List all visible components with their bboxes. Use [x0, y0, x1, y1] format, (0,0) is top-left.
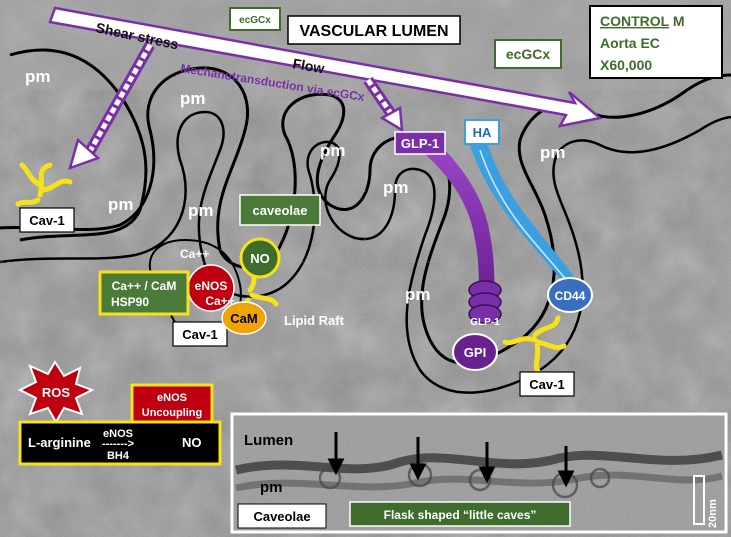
cav1-label-middle: Cav-1: [182, 327, 217, 342]
cav1-box-left: [19, 207, 75, 233]
cam-box-line1: Ca++ / CaM: [112, 279, 177, 293]
ca-cam-hsp90-box: [98, 270, 190, 316]
cav1-label-left: Cav-1: [29, 213, 64, 228]
flow-label: Flow: [291, 55, 325, 76]
caveolae-box: [239, 194, 321, 226]
gpi-anchor: [452, 333, 498, 371]
pm-label: pm: [25, 67, 51, 86]
control-word: CONTROL: [600, 13, 670, 29]
pm-label: pm: [320, 141, 346, 160]
reaction-enzyme: eNOS: [103, 428, 133, 440]
pm-label: pm: [540, 143, 566, 162]
aorta-label: Aorta EC: [600, 35, 660, 51]
control-line: CONTROL M: [600, 13, 685, 29]
ecgcx-right-box: [494, 39, 562, 69]
ha-label: HA: [473, 125, 492, 140]
control-suffix: M: [669, 13, 685, 29]
no-molecule: [239, 237, 281, 279]
enos-uncoupling-box: [130, 383, 214, 425]
reaction-product: NO: [182, 435, 202, 450]
inset-caveolae-label: Caveolae: [253, 509, 310, 524]
glp1-top-box: [394, 131, 446, 155]
flask-shaped-label: Flask shaped “little caves”: [384, 508, 537, 522]
reaction-substrate: L-arginine: [28, 435, 91, 450]
cav1-label-right: Cav-1: [529, 377, 564, 392]
pm-label: pm: [405, 285, 431, 304]
ha-box: [464, 119, 500, 145]
pm-label: pm: [383, 178, 409, 197]
ecgcx-small-label: ecGCx: [239, 15, 271, 26]
magnification-label: X60,000: [600, 57, 652, 73]
flow-arrow: [48, 6, 603, 128]
cd44-label: CD44: [555, 289, 586, 303]
ca-enos-label: Ca++: [205, 294, 234, 308]
plasma-membrane-outer: [9, 48, 148, 242]
inset-pm-label: pm: [260, 479, 283, 496]
flask-shaped-box: [349, 501, 571, 527]
cam-label: CaM: [230, 311, 257, 326]
cav1-box-middle: [172, 321, 228, 347]
hyaluronan-highlight: [479, 149, 569, 283]
inset-caveolae-box: [237, 503, 327, 529]
shear-stress-arrow: [68, 42, 155, 170]
reaction-arrow: ------->: [102, 438, 134, 450]
ros-label: ROS: [42, 385, 71, 400]
plasma-membrane-main: [0, 66, 731, 365]
uncoupling-line1: eNOS: [157, 392, 187, 404]
enos-label: eNOS: [195, 279, 228, 293]
glp1-top-label: GLP-1: [401, 136, 439, 151]
cav1-marker-left: [15, 162, 73, 207]
cav1-box-right: [519, 371, 575, 397]
inset-lumen-label: Lumen: [244, 432, 293, 449]
gpi-label: GPI: [464, 345, 486, 360]
cam-box-line2: HSP90: [111, 295, 149, 309]
no-label: NO: [250, 251, 270, 266]
control-info-box: [589, 5, 723, 79]
reaction-cofactor: BH4: [107, 450, 130, 462]
glp1-beads: [468, 280, 502, 324]
cd44-receptor: [547, 277, 593, 313]
pm-label: pm: [188, 201, 214, 220]
calmodulin: [221, 301, 267, 335]
vascular-lumen-box: [287, 15, 461, 45]
inset-scale-bar-label: 20nm: [707, 499, 719, 528]
lipid-raft-label: Lipid Raft: [284, 313, 345, 328]
plasma-membrane-inner: [0, 110, 731, 394]
glp1-small-label: GLP-1: [470, 317, 500, 328]
ecgcx-right-label: ecGCx: [506, 46, 551, 62]
hyaluronan-chain: [470, 145, 575, 285]
reaction-box: [18, 420, 222, 466]
ca-top-label: Ca++: [180, 247, 209, 261]
uncoupling-line2: Uncoupling: [142, 407, 203, 419]
ecgcx-small-box: [229, 7, 281, 31]
caveolae-label: caveolae: [253, 203, 308, 218]
vascular-lumen-label: VASCULAR LUMEN: [299, 23, 448, 40]
pm-label: pm: [108, 195, 134, 214]
glp1-chain: [420, 145, 495, 295]
mechano-arrow: [363, 76, 404, 133]
pm-label: pm: [180, 89, 206, 108]
